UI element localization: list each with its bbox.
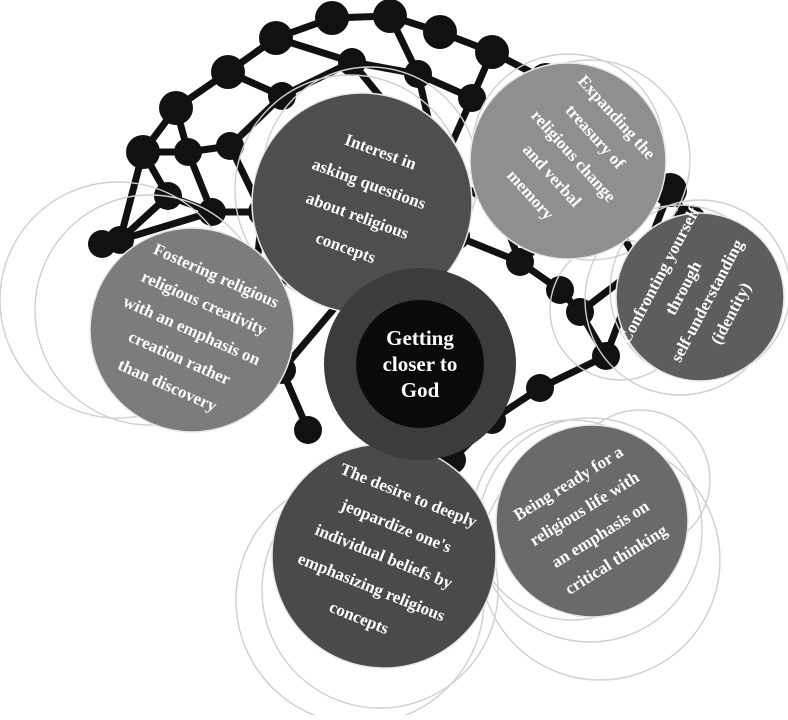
concept-nodes: Interest inasking questionsabout religio…	[89, 62, 785, 669]
center-node-label-line: closer to	[383, 352, 458, 376]
network-atom	[174, 138, 202, 166]
center-node-label-line: God	[401, 378, 440, 402]
network-atom	[423, 15, 457, 49]
network-atom	[458, 84, 486, 112]
network-bond	[116, 208, 216, 244]
concept-node-circle	[615, 212, 785, 382]
network-atom	[506, 248, 534, 276]
network-atom	[259, 21, 293, 55]
network-atom	[546, 276, 574, 304]
concept-node-expanding-treasury: Expanding thetreasury ofreligious change…	[469, 62, 667, 260]
concept-node-religious-creativity: Fostering religiousreligious creativityw…	[89, 227, 295, 433]
concept-node-jeopardize-beliefs: The desire to deeplyjeopardize one'sindi…	[271, 443, 497, 669]
network-atom	[88, 230, 116, 258]
network-atom	[315, 1, 349, 35]
network-atom	[404, 60, 432, 88]
concept-node-circle	[89, 227, 295, 433]
concept-node-circle	[495, 424, 689, 618]
network-atom	[475, 35, 509, 69]
network-atom	[526, 374, 554, 402]
network-atom	[338, 48, 366, 76]
network-atom	[216, 132, 244, 160]
concept-node-circle	[469, 62, 667, 260]
network-atom	[126, 135, 160, 169]
network-atom	[198, 198, 226, 226]
network-atom	[159, 91, 193, 125]
concept-node-asking-questions: Interest inasking questionsabout religio…	[251, 92, 473, 314]
network-atom	[211, 55, 245, 89]
center-node-label-line: Getting	[386, 326, 454, 350]
network-atom	[373, 0, 407, 33]
network-atom	[566, 298, 594, 326]
concept-node-critical-thinking: Being ready for areligious life withan e…	[495, 424, 689, 618]
network-atom	[294, 416, 322, 444]
center-node-core	[356, 300, 484, 428]
